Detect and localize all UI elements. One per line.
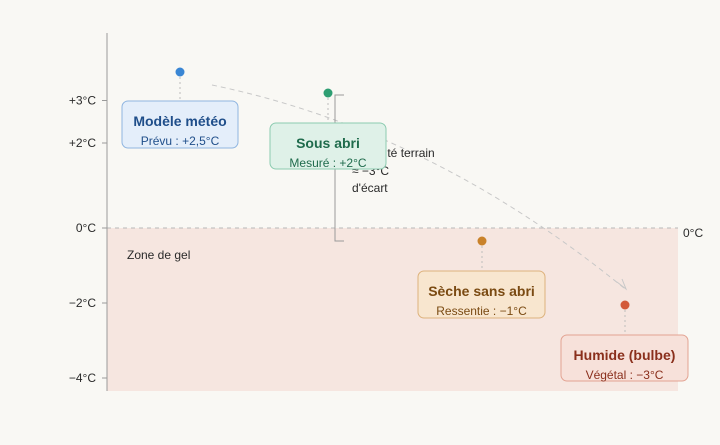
data-point	[620, 300, 630, 310]
annotation-line-3: d'écart	[352, 181, 388, 195]
point-label-title: Modèle météo	[133, 113, 226, 129]
point-label-subtitle: Végétal : −3°C	[586, 368, 664, 382]
point-label-box	[417, 270, 546, 319]
point-label-title: Sous abri	[296, 135, 360, 151]
y-tick-label: −2°C	[69, 296, 96, 310]
point-label-box	[121, 100, 239, 149]
y-tick-label: +3°C	[69, 94, 96, 108]
point-label-subtitle: Mesuré : +2°C	[289, 156, 366, 170]
point-label-title: Sèche sans abri	[428, 283, 535, 299]
y-tick-label: +2°C	[69, 136, 96, 150]
y-tick-label: 0°C	[76, 221, 96, 235]
data-point	[323, 88, 333, 98]
freeze-zone-label: Zone de gel	[127, 248, 190, 262]
point-label-subtitle: Ressentie : −1°C	[436, 304, 527, 318]
zero-line-label: 0°C	[683, 226, 703, 240]
trend-arrow	[211, 84, 625, 289]
point-label-box	[269, 122, 387, 170]
data-point	[175, 67, 185, 77]
data-point	[477, 236, 487, 246]
y-tick-label: −4°C	[69, 371, 96, 385]
point-label-title: Humide (bulbe)	[574, 347, 676, 363]
trend-arrow-head	[616, 278, 628, 291]
point-label-subtitle: Prévu : +2,5°C	[141, 134, 220, 148]
point-label-box	[560, 334, 689, 382]
